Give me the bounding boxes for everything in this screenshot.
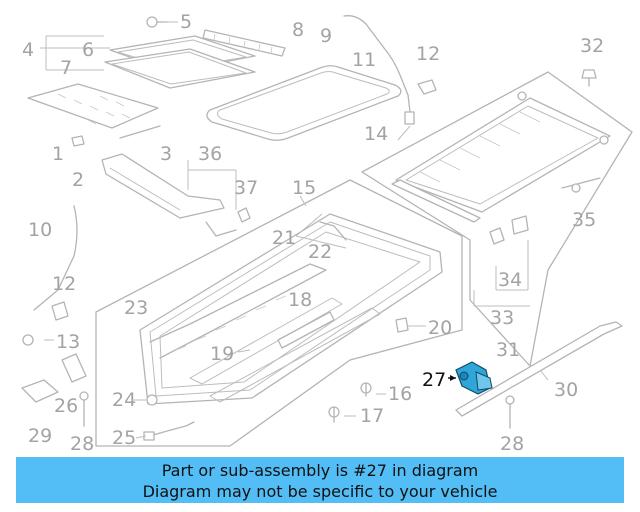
label-part-12-top: 12: [416, 43, 440, 65]
label-part-6: 6: [82, 39, 94, 61]
left-side-parts: [21, 205, 89, 427]
label-part-8: 8: [292, 19, 304, 41]
banner-line-disclaimer: Diagram may not be specific to your vehi…: [142, 482, 498, 501]
label-part-36: 36: [198, 143, 222, 165]
label-part-18: 18: [288, 289, 312, 311]
glass-panel-assembly: [27, 35, 256, 129]
bottom-right-parts: [333, 321, 623, 429]
label-part-23: 23: [124, 297, 148, 319]
label-part-28-right: 28: [500, 433, 524, 455]
label-part-3: 3: [160, 143, 172, 165]
part-9-frame-seal: [206, 65, 402, 141]
label-part-13: 13: [56, 331, 80, 353]
label-part-12-left: 12: [52, 273, 76, 295]
label-part-4: 4: [22, 39, 34, 61]
small-fasteners: [71, 16, 601, 193]
info-banner: Part or sub-assembly is #27 in diagram D…: [16, 457, 624, 503]
label-part-16: 16: [388, 383, 412, 405]
sunshade-assembly-box: [361, 71, 633, 367]
sunroof-frame-box: [95, 179, 463, 447]
part-11-drain-hose: [343, 15, 415, 125]
label-part-1: 1: [52, 143, 64, 165]
label-part-28-left: 28: [70, 433, 94, 455]
label-part-2: 2: [72, 169, 84, 191]
label-part-34: 34: [498, 269, 522, 291]
label-part-17: 17: [360, 405, 384, 427]
label-part-31: 31: [496, 339, 520, 361]
label-part-32: 32: [580, 35, 604, 57]
label-part-7: 7: [60, 57, 72, 79]
label-part-25: 25: [112, 427, 136, 449]
leader-lines: [40, 35, 530, 307]
label-part-15: 15: [292, 177, 316, 199]
label-part-19: 19: [210, 343, 234, 365]
label-part-37: 37: [234, 177, 258, 199]
label-part-30: 30: [554, 379, 578, 401]
label-part-9: 9: [320, 25, 332, 47]
label-part-14: 14: [364, 123, 388, 145]
label-part-35: 35: [572, 209, 596, 231]
label-part-10: 10: [28, 219, 52, 241]
banner-line-part-info: Part or sub-assembly is #27 in diagram: [161, 461, 479, 480]
part-36-deflector: [101, 153, 251, 237]
part-8-weatherstrip: [202, 29, 286, 57]
label-part-20: 20: [428, 317, 452, 339]
label-part-29: 29: [28, 425, 52, 447]
label-part-21: 21: [272, 227, 296, 249]
part-labels: 5 4 6 7 8 9 11 12 32 14 1 3 36 2 15 37 3…: [22, 11, 604, 455]
part-27-sunroof-motor[interactable]: [448, 361, 493, 395]
label-part-27: 27: [422, 369, 446, 391]
label-part-33: 33: [490, 307, 514, 329]
label-part-26: 26: [54, 395, 78, 417]
label-part-24: 24: [112, 389, 136, 411]
label-part-22: 22: [308, 241, 332, 263]
label-part-5: 5: [180, 11, 192, 33]
label-part-11: 11: [352, 49, 376, 71]
label-arrows: [44, 21, 549, 439]
